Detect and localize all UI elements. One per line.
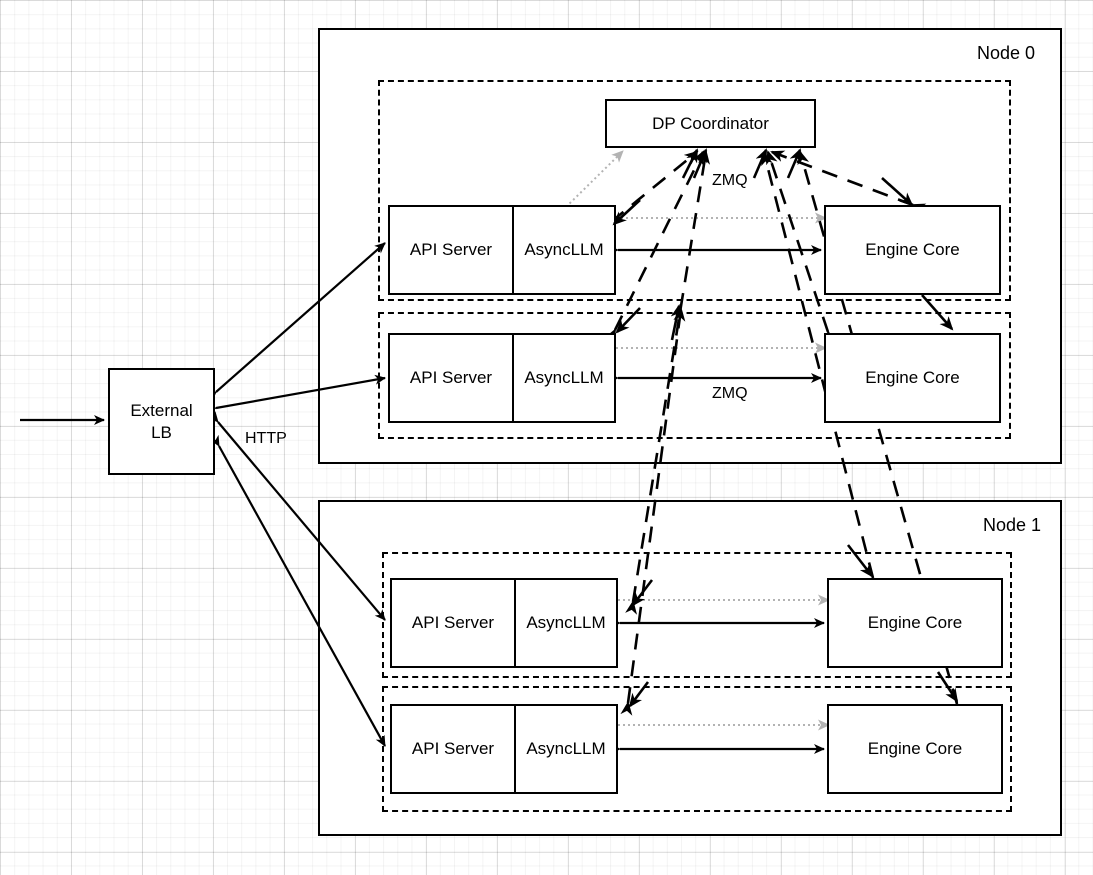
node-1-label: Node 1	[983, 515, 1042, 535]
edge-lb-to-n0-api1	[205, 374, 386, 415]
n0-g0-api-asyncllm-box[interactable]: API Server AsyncLLM	[388, 205, 616, 295]
n1-g1-api-server-label: API Server	[411, 739, 495, 758]
n1-g1-api-server-cell[interactable]: API Server	[392, 706, 516, 792]
n0-g0-asyncllm-cell[interactable]: AsyncLLM	[514, 207, 614, 293]
n1-g1-engine-core-label: Engine Core	[867, 739, 963, 758]
arrowhead-coord-into-n0-asyncllm0	[612, 199, 641, 226]
arrowhead-coord-into-n0-asyncllm1	[615, 307, 641, 334]
n0-g1-zmq-label: ZMQ	[712, 385, 748, 402]
n1-g0-asyncllm-label: AsyncLLM	[526, 613, 606, 632]
edge-lb-to-n1-api1	[209, 434, 386, 747]
n0-g0-api-server-cell[interactable]: API Server	[390, 207, 514, 293]
n0-zmq-coordinator-label: ZMQ	[712, 172, 748, 189]
n1-g1-asyncllm-label: AsyncLLM	[526, 739, 606, 758]
edge-coord-n1-asyncllm1	[620, 307, 686, 716]
n1-g1-engine-core-box[interactable]: Engine Core	[827, 704, 1003, 794]
arrowhead-coord-into-n1-engine0	[846, 544, 874, 578]
n1-g0-api-asyncllm-box[interactable]: API Server AsyncLLM	[390, 578, 618, 668]
n0-g0-api-server-label: API Server	[409, 240, 493, 259]
node-0-label: Node 0	[977, 43, 1036, 63]
n0-g1-asyncllm-label: AsyncLLM	[524, 368, 604, 387]
arrowhead-into-coordinator-c	[752, 148, 768, 179]
n1-g1-api-asyncllm-box[interactable]: API Server AsyncLLM	[390, 704, 618, 794]
external-lb-label-line1: External	[130, 401, 193, 421]
arrowhead-coord-into-n0-engine1	[921, 294, 954, 331]
n1-g1-asyncllm-cell[interactable]: AsyncLLM	[516, 706, 616, 792]
n1-g0-api-server-cell[interactable]: API Server	[392, 580, 516, 666]
arrowhead-upward-n1-chain	[670, 304, 683, 341]
external-lb-label-line2: LB	[151, 422, 172, 442]
arrowhead-coord-into-n0-engine0	[881, 177, 914, 207]
n0-g1-api-server-cell[interactable]: API Server	[390, 335, 514, 421]
n1-g0-api-server-label: API Server	[411, 613, 495, 632]
arrowhead-coord-into-n1-asyncllm1	[628, 681, 650, 708]
arrowhead-into-coordinator-d	[786, 148, 802, 179]
dp-coordinator-label: DP Coordinator	[652, 113, 769, 133]
edge-lb-to-n0-api0	[205, 242, 386, 403]
n0-g1-asyncllm-cell[interactable]: AsyncLLM	[514, 335, 614, 421]
n1-g0-asyncllm-cell[interactable]: AsyncLLM	[516, 580, 616, 666]
arrowhead-coord-into-n1-engine1	[936, 671, 959, 703]
dp-coordinator-box[interactable]: DP Coordinator	[605, 99, 816, 148]
arrowhead-coord-into-n1-asyncllm0	[631, 579, 654, 607]
n0-g1-api-server-label: API Server	[409, 368, 493, 387]
n0-g1-api-asyncllm-box[interactable]: API Server AsyncLLM	[388, 333, 616, 423]
n0-g0-asyncllm-label: AsyncLLM	[524, 240, 604, 259]
node-1-dp-group-1	[382, 686, 1012, 812]
